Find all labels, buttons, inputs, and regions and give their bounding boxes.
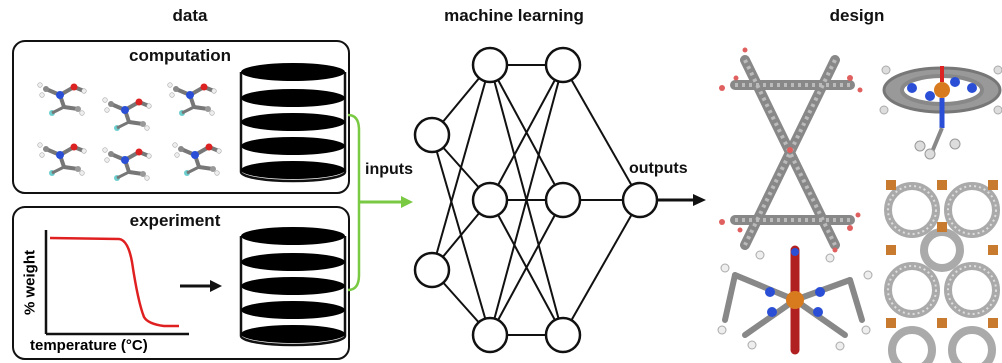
hidden-node: [544, 316, 582, 354]
hidden-node: [544, 46, 582, 84]
hidden-node: [471, 46, 509, 84]
input-node: [413, 251, 451, 289]
weight-loss-curve: [49, 236, 179, 328]
inputs-label: inputs: [365, 161, 413, 178]
hidden-node: [471, 316, 509, 354]
machine-learning-title: machine learning: [444, 6, 584, 25]
hidden-node: [544, 181, 582, 219]
arrow-right-icon: [180, 280, 222, 292]
output-arrow: [657, 194, 706, 206]
experiment-database-icon: [239, 227, 347, 347]
hidden-node: [471, 181, 509, 219]
framework-structure: [719, 47, 863, 253]
outputs-label: outputs: [629, 160, 688, 177]
metal-complex-structure: [717, 245, 873, 355]
experiment-label: experiment: [129, 211, 221, 230]
mof-lattice-structure: [884, 180, 1000, 363]
computation-label: computation: [129, 46, 231, 65]
tga-plot: [44, 230, 189, 336]
data-title: data: [172, 6, 208, 25]
data-to-network-connector: [347, 113, 413, 292]
porphyrin-structure: [879, 65, 1002, 160]
plot-xlabel: temperature (°C): [30, 337, 148, 354]
input-node: [413, 116, 451, 154]
design-title: design: [829, 6, 885, 25]
computation-database-icon: [239, 63, 347, 183]
